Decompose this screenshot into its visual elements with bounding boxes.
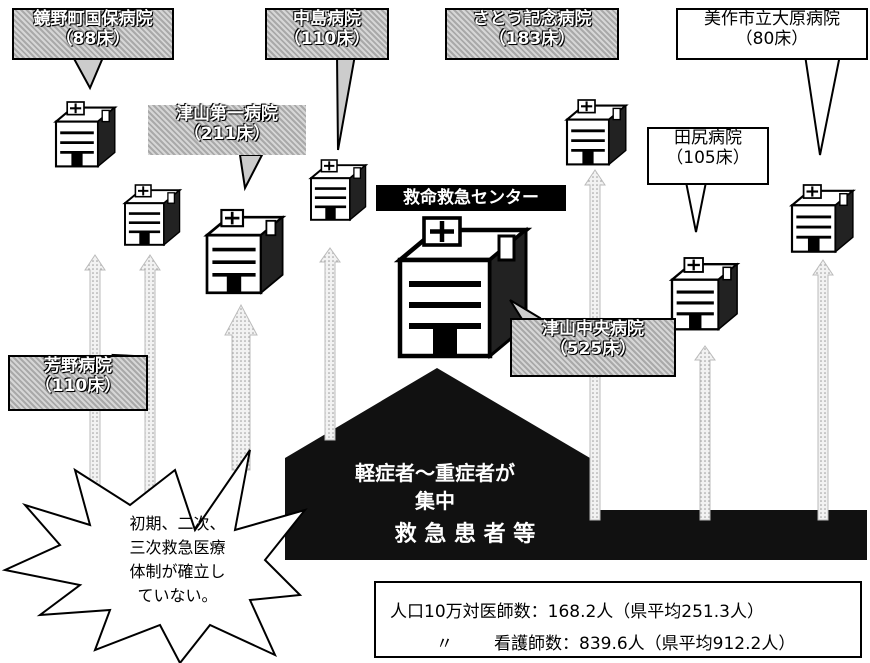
hospital-label-kagamino: 鏡野町国保病院 （88床） — [12, 8, 174, 60]
patients-line3: 救 急 患 者 等 — [394, 522, 536, 547]
hospital-building-icon — [565, 98, 628, 166]
patients-line2: 集中 — [415, 489, 455, 513]
hospital-beds: （105床） — [666, 147, 750, 168]
hospital-name: 津山中央病院 — [542, 319, 644, 339]
patients-line1: 軽症者～重症者が — [355, 461, 515, 485]
hospital-label-nakashima: 中島病院 （110床） — [265, 8, 389, 60]
hospital-label-tsuyama-chuo: 津山中央病院 （525床） — [510, 318, 676, 377]
hospital-beds: （80床） — [735, 28, 809, 49]
hospital-label-tajiri: 田尻病院 （105床） — [647, 127, 769, 185]
emergency-center-label: 救命救急センター — [376, 185, 566, 211]
hospital-name: さとう記念病院 — [472, 9, 592, 29]
hospital-beds: （211床） — [183, 123, 271, 144]
doctor-stat: 人口10万対医師数：168.2人（県平均251.3人） — [390, 602, 764, 622]
hospital-label-sato: さとう記念病院 （183床） — [445, 8, 619, 60]
patients-arrow — [285, 368, 867, 560]
hospital-building-icon — [205, 208, 285, 295]
hospital-building-icon — [670, 256, 739, 331]
hospital-name: 田尻病院 — [674, 128, 742, 148]
hospital-beds: （88床） — [55, 28, 131, 49]
burst-text: 初期、二次、 三次救急医療 体制が確立し ていない。 — [95, 512, 260, 608]
hospital-beds: （110床） — [283, 28, 371, 49]
hospital-label-yoshino: 芳野病院 （110床） — [8, 355, 148, 411]
burst-line: ていない。 — [137, 586, 218, 605]
stats-box: 人口10万対医師数：168.2人（県平均251.3人） 〃 看護師数：839.6… — [374, 581, 862, 658]
burst-line: 初期、二次、 — [129, 514, 226, 533]
hospital-building-icon — [123, 183, 181, 247]
hospital-label-mimasaka-ohara: 美作市立大原病院 （80床） — [676, 8, 868, 60]
hospital-building-icon — [54, 100, 117, 168]
burst-line: 体制が確立し — [129, 562, 226, 581]
nurse-stat: 看護師数：839.6人（県平均912.2人） — [494, 634, 796, 654]
warning-burst — [1, 449, 308, 663]
hospital-name: 津山第一病院 — [176, 104, 278, 124]
hospital-beds: （110床） — [34, 375, 122, 396]
hospital-name: 芳野病院 — [44, 356, 112, 376]
emergency-center-building-icon — [400, 218, 526, 356]
hospital-name: 中島病院 — [293, 9, 361, 29]
upward-arrows — [84, 169, 834, 546]
hospital-building-icon — [790, 183, 855, 254]
hospital-beds: （183床） — [488, 28, 576, 49]
ditto-mark: 〃 — [436, 634, 453, 654]
hospital-beds: （525床） — [549, 338, 637, 359]
hospital-name: 鏡野町国保病院 — [33, 9, 153, 29]
hospital-name: 美作市立大原病院 — [704, 9, 840, 29]
hospital-building-icon — [309, 158, 367, 222]
hospital-label-tsuyama-daiichi: 津山第一病院 （211床） — [148, 104, 306, 155]
burst-line: 三次救急医療 — [129, 538, 226, 557]
callout-pointers — [70, 54, 842, 381]
